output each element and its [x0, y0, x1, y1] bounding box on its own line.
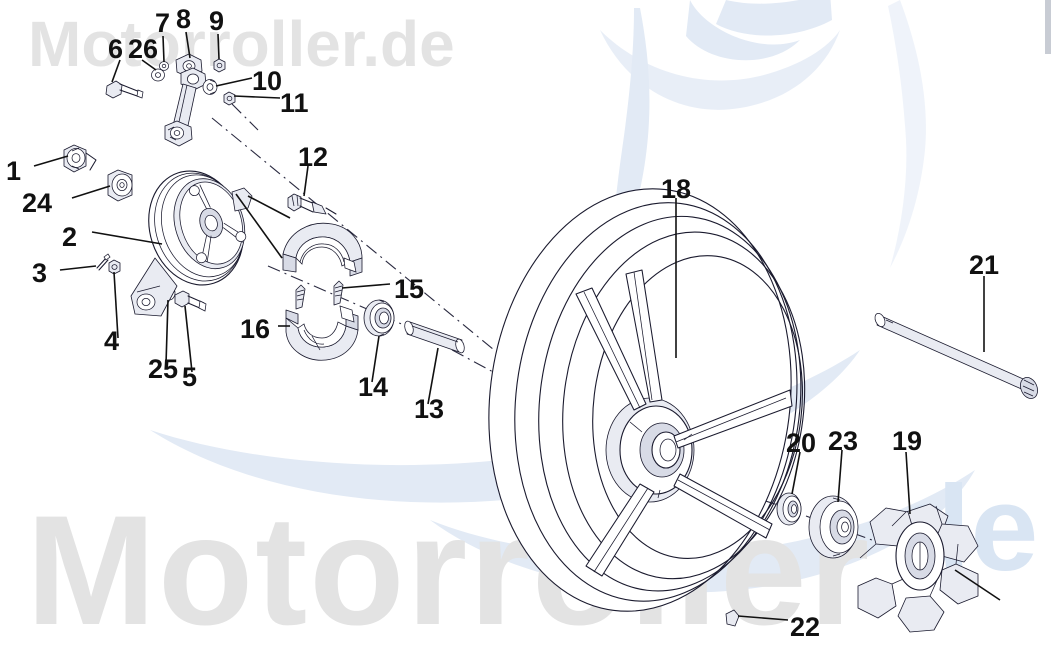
part-26-washer-flat [151, 68, 165, 82]
part-21-wheel-axle-shaft [874, 312, 1038, 399]
part-1-axle-nut [63, 144, 97, 173]
part-16-brake-shoe-lower [285, 305, 359, 361]
brake-shoes-group [282, 222, 363, 361]
part-2-brake-backing-plate [130, 170, 253, 317]
linkage-centerline [231, 103, 259, 131]
callout-23: 23 [828, 426, 858, 456]
callout-6: 6 [108, 34, 123, 64]
callout-15: 15 [394, 274, 424, 304]
part-16-brake-shoe-upper [282, 222, 363, 277]
part-9-nut-upper [213, 58, 226, 73]
callout-24: 24 [22, 188, 52, 218]
callout-2: 2 [62, 222, 77, 252]
callout-16: 16 [240, 314, 270, 344]
callout-1: 1 [6, 156, 21, 186]
part-14-wheel-bearing [363, 299, 395, 337]
callout-3: 3 [32, 258, 47, 288]
brake-arm-linkage-group [105, 53, 259, 147]
callout-21: 21 [969, 250, 999, 280]
callout-7: 7 [155, 8, 170, 38]
part-4-nut [108, 259, 121, 275]
part-12-brake-cam-pin [287, 193, 337, 215]
hub-components-group [725, 492, 979, 633]
watermark-top: Motorroller.de [28, 8, 455, 80]
part-15-brake-shoe-springs [295, 280, 344, 310]
part-23-wheel-bearing-right [808, 495, 859, 559]
callout-19: 19 [892, 426, 922, 456]
callout-13: 13 [414, 394, 444, 424]
part-13-axle-spacer-collar [404, 320, 465, 354]
callout-numbers-layer: 1 24 2 3 4 25 5 6 26 7 8 9 10 11 12 15 1… [6, 4, 999, 642]
part-8-brake-arm [164, 53, 207, 147]
part-18-wheel-rim [488, 188, 806, 612]
callout-26: 26 [128, 34, 158, 64]
callout-4: 4 [104, 326, 119, 356]
callout-18: 18 [661, 174, 691, 204]
callout-9: 9 [209, 6, 224, 36]
part-10-bushing [202, 79, 218, 95]
part-20-oil-seal [776, 492, 802, 526]
callout-25: 25 [148, 354, 178, 384]
callout-12: 12 [298, 142, 328, 172]
callout-8: 8 [176, 4, 191, 34]
callout-11: 11 [280, 88, 309, 118]
callout-14: 14 [358, 372, 388, 402]
part-11-nut-link [223, 91, 236, 106]
part-6-bolt-long [105, 80, 144, 99]
callout-5: 5 [182, 362, 197, 392]
callout-20: 20 [786, 428, 816, 458]
part-24-collar-bushing [107, 169, 133, 202]
callout-22: 22 [790, 612, 820, 642]
scrollbar-artifact[interactable] [1045, 0, 1051, 54]
part-22-wheel-weight [725, 609, 740, 627]
part-5-bolt [174, 290, 207, 312]
callout-10: 10 [252, 66, 282, 96]
part-3-cotter-pin [96, 253, 111, 271]
part-7-washer-small [159, 61, 169, 71]
leader-lines-layer [33, 31, 1001, 621]
part-19-cush-drive-damper [857, 503, 979, 633]
